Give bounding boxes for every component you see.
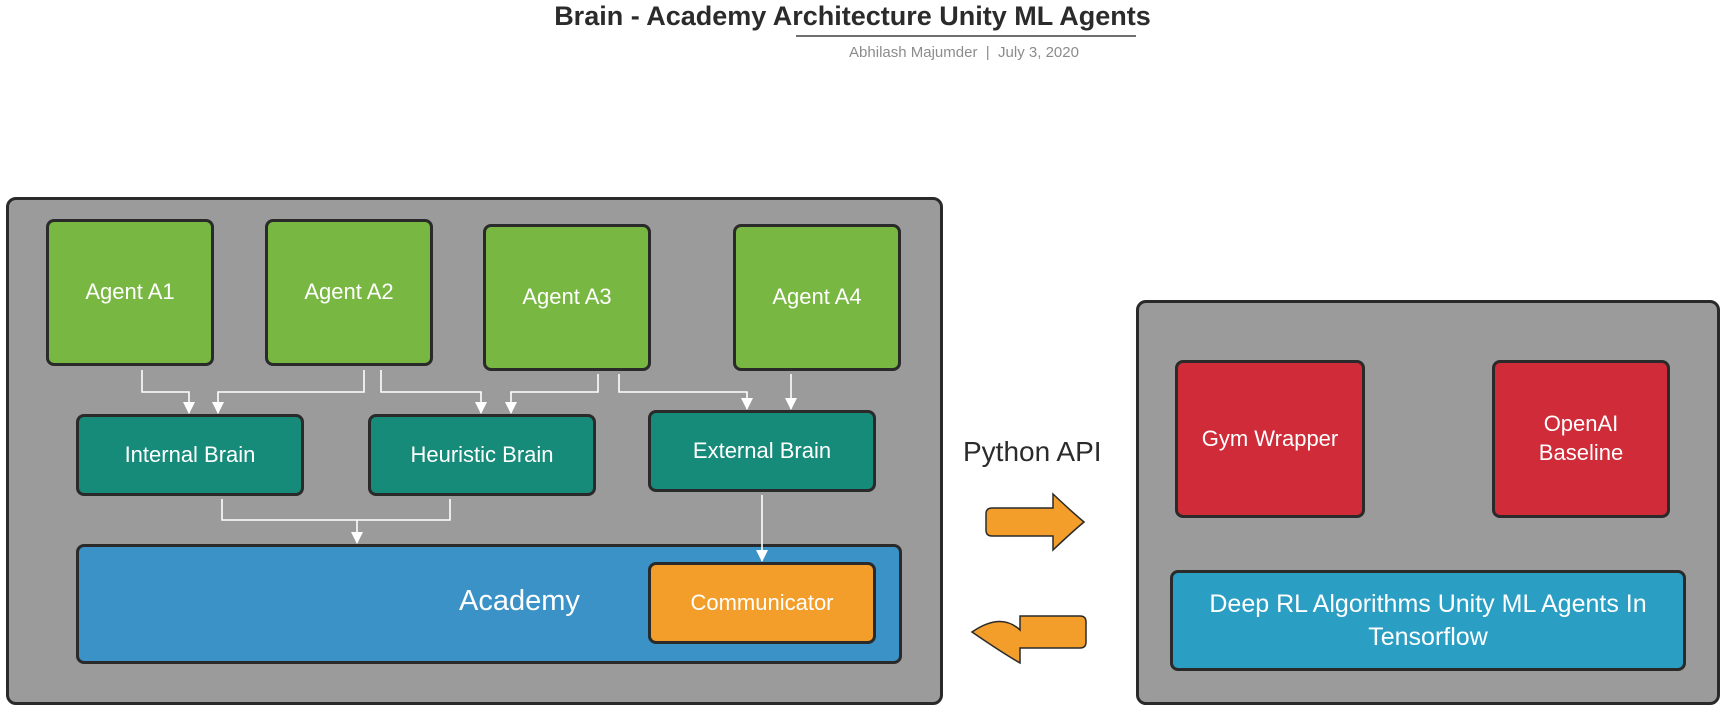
academy-label: Academy: [459, 585, 580, 617]
agent-a1-box: Agent A1: [46, 219, 214, 366]
agent-a4-label: Agent A4: [772, 284, 862, 310]
diagram-title: Brain - Academy Architecture Unity ML Ag…: [554, 1, 1151, 31]
author-name: Abhilash Majumder: [849, 44, 978, 61]
publish-date: July 3, 2020: [998, 44, 1079, 61]
agent-a1-label: Agent A1: [85, 279, 175, 305]
communicator-label: Communicator: [690, 589, 834, 615]
external-brain-label: External Brain: [692, 437, 832, 463]
communicator-box: Communicator: [648, 562, 876, 644]
heuristic-brain-label: Heuristic Brain: [410, 441, 554, 467]
internal-brain-label: Internal Brain: [124, 441, 256, 467]
deep-rl-box: Deep RL Algorithms Unity ML Agents In Te…: [1170, 570, 1686, 671]
agent-a2-box: Agent A2: [265, 219, 433, 366]
connector-a2-internal: [212, 370, 365, 414]
heuristic-brain-box: Heuristic Brain: [368, 414, 596, 496]
openai-baseline-label: OpenAI Baseline: [1538, 411, 1624, 465]
connector-a2-heuristic: [380, 370, 487, 414]
agent-a4-box: Agent A4: [733, 224, 901, 371]
openai-baseline-box: OpenAI Baseline: [1492, 360, 1670, 518]
agent-a2-label: Agent A2: [304, 279, 394, 305]
arrow-right-icon: [985, 492, 1086, 552]
byline: Abhilash Majumder | July 3, 2020: [0, 44, 1725, 61]
arrow-left-icon: [970, 615, 1087, 665]
deep-rl-label: Deep RL Algorithms Unity ML Agents In Te…: [1209, 590, 1647, 651]
python-api-label: Python API: [963, 436, 1102, 467]
external-brain-box: External Brain: [648, 410, 876, 492]
byline-separator: |: [985, 44, 990, 61]
gym-wrapper-box: Gym Wrapper: [1175, 360, 1365, 518]
internal-brain-box: Internal Brain: [76, 414, 304, 496]
agent-a3-box: Agent A3: [483, 224, 651, 371]
connector-internal-academy: [221, 499, 451, 521]
connector-a3-heuristic: [505, 374, 599, 414]
connector-a1-internal: [141, 370, 195, 414]
connector-a3-external: [618, 374, 753, 410]
title-underline: [796, 35, 1136, 37]
agent-a3-label: Agent A3: [522, 284, 612, 310]
gym-wrapper-label: Gym Wrapper: [1201, 425, 1339, 451]
